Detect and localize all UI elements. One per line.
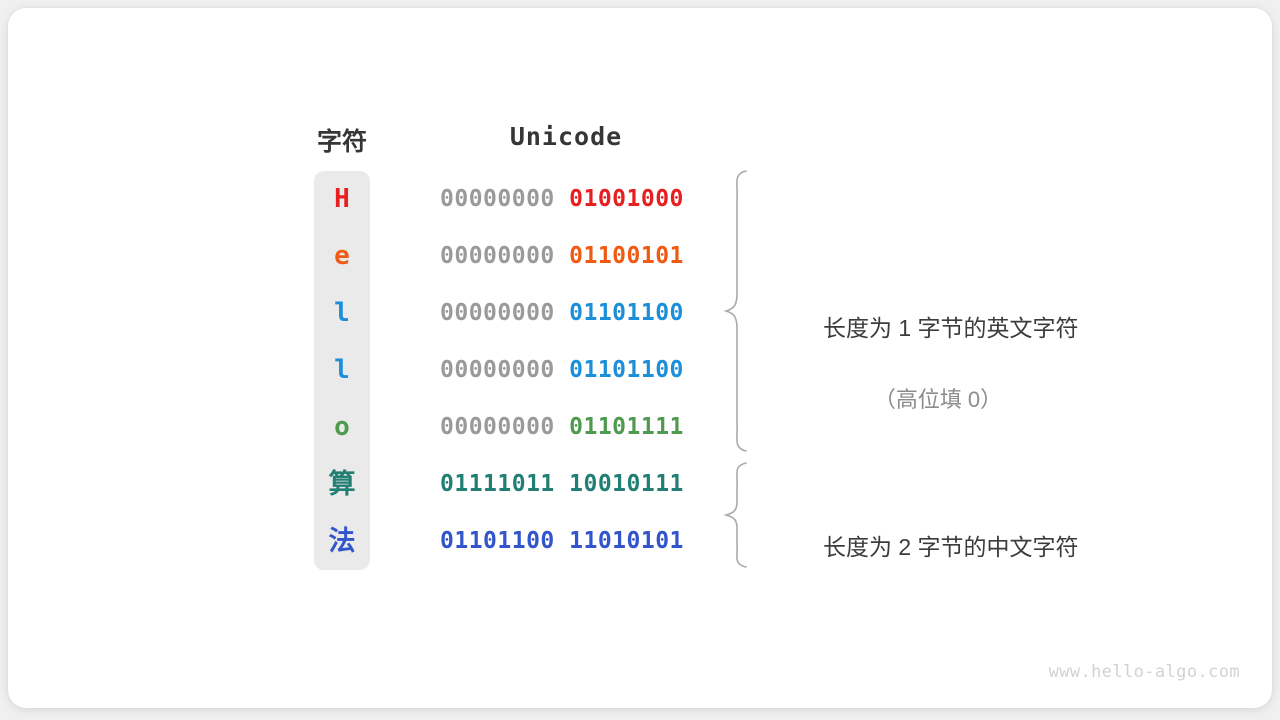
- character-cell: 法: [328, 526, 356, 556]
- watermark: www.hello-algo.com: [1048, 662, 1240, 682]
- high-byte-bits: 00000000: [440, 414, 570, 440]
- column-header-char: 字符: [316, 128, 367, 156]
- character-cell: e: [334, 241, 350, 271]
- character-column-background: [314, 171, 370, 570]
- low-byte-bits: 01101100: [569, 300, 684, 326]
- high-byte-bits: 00000000: [440, 243, 570, 269]
- unicode-bits-cell: 00000000 01101111: [440, 399, 692, 456]
- unicode-bits-cell: 01111011 10010111: [440, 456, 692, 513]
- low-byte-bits: 01101100: [569, 357, 684, 383]
- annotation-two-byte-main: 长度为 2 字节的中文字符: [822, 534, 1079, 560]
- diagram-card: 字符 Unicode H 00000000 01001000 e 00000000 0…: [8, 8, 1272, 708]
- column-header-unicode: Unicode: [509, 122, 623, 151]
- character-cell: o: [334, 412, 350, 442]
- brace-one-byte-group: [724, 170, 747, 452]
- annotation-one-byte-sub: （高位填 0）: [873, 387, 1003, 412]
- brace-two-byte-group: [724, 462, 747, 568]
- low-byte-bits: 01101100 11010101: [440, 528, 684, 554]
- unicode-bits-cell: 00000000 01101100: [440, 342, 692, 399]
- high-byte-bits: 00000000: [440, 186, 570, 212]
- unicode-bits-cell: 00000000 01100101: [440, 228, 692, 285]
- low-byte-bits: 01111011 10010111: [440, 471, 684, 497]
- low-byte-bits: 01001000: [569, 186, 684, 212]
- low-byte-bits: 01100101: [569, 243, 684, 269]
- character-cell: H: [334, 184, 350, 214]
- character-cell: l: [334, 355, 350, 385]
- unicode-bits-cell: 01101100 11010101: [440, 513, 692, 570]
- character-cell: 算: [328, 469, 356, 499]
- unicode-bits-cell: 00000000 01101100: [440, 285, 692, 342]
- low-byte-bits: 01101111: [569, 414, 684, 440]
- high-byte-bits: 00000000: [440, 357, 570, 383]
- annotation-one-byte: 长度为 1 字节的英文字符 （高位填 0）: [768, 274, 1108, 490]
- annotation-two-byte: 长度为 2 字节的中文字符: [768, 493, 1108, 601]
- annotation-one-byte-main: 长度为 1 字节的英文字符: [822, 315, 1079, 341]
- high-byte-bits: 00000000: [440, 300, 570, 326]
- character-cell: l: [334, 298, 350, 328]
- unicode-bits-cell: 00000000 01001000: [440, 171, 692, 228]
